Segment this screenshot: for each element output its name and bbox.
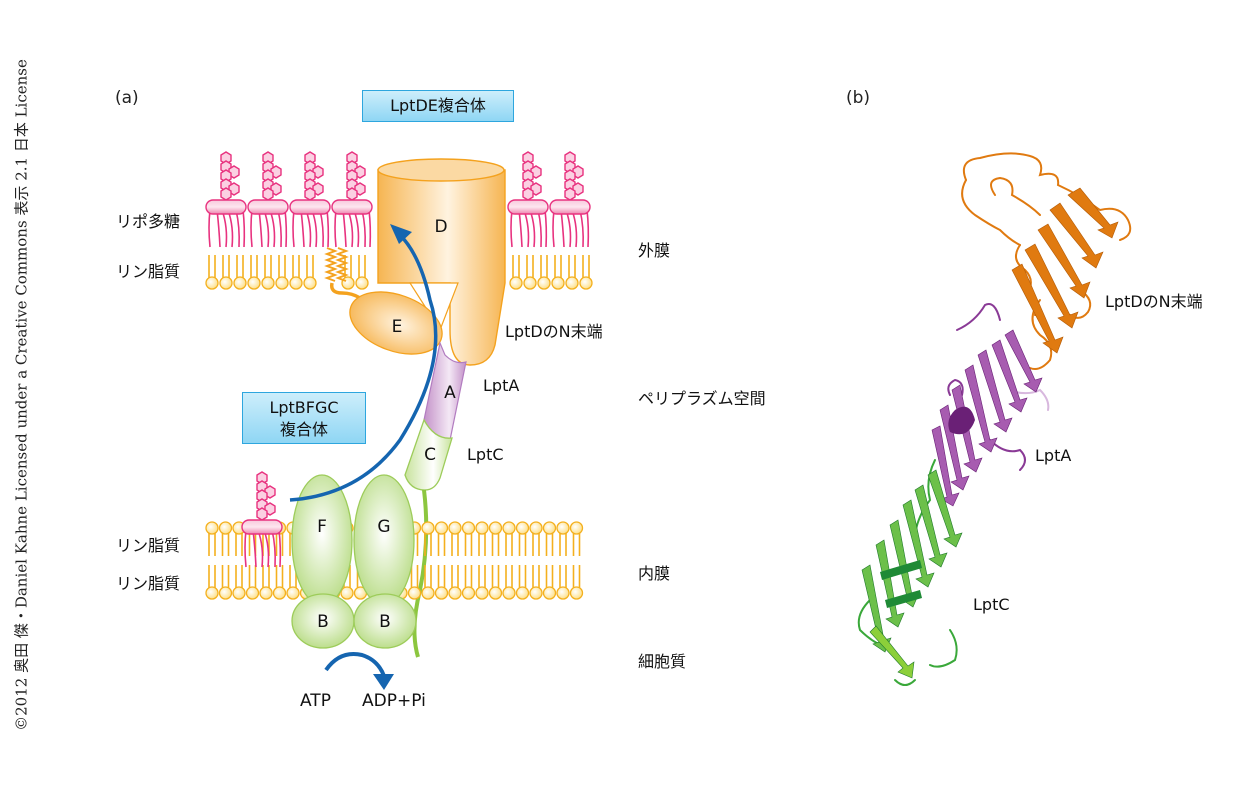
inner-lipid-lower (272, 564, 287, 600)
protein-letter-g: G (377, 517, 390, 537)
protein-letter-a: A (444, 383, 456, 403)
protein-letter-d: D (434, 217, 447, 237)
lptbfgc-complex-label-line1: LptBFGC (269, 398, 339, 417)
protein-structure-ribbon (857, 152, 1132, 686)
adp-label: ADP+Pi (362, 691, 426, 711)
lpta-beta-strands (931, 329, 1043, 507)
lptbfgc-complex-box: LptBFGC 複合体 (242, 392, 366, 444)
transport-arrow-head (390, 224, 412, 244)
inner-lipid-upper (434, 521, 449, 557)
inner-lipid-lower (448, 564, 462, 600)
lptbfgc-complex-label-line2: 複合体 (279, 420, 328, 439)
inner-lipid-upper (205, 521, 219, 557)
inner-lipid-lower (232, 564, 246, 600)
protein-letter-e: E (392, 317, 403, 337)
inner-lipid-lower (245, 564, 260, 600)
inner-lipid-lower (542, 564, 557, 600)
inner-lipid-upper (448, 521, 462, 557)
protein-letter-c: C (424, 445, 436, 465)
inner-lipid-lower (569, 564, 584, 600)
label-lptd-n-terminus: LptDのN末端 (505, 322, 603, 341)
inner-lipid-lower (434, 564, 449, 600)
label-periplasm: ペリプラズム空間 (638, 389, 766, 408)
inner-lipid-lower (259, 564, 273, 600)
inner-lipid-lower (475, 564, 489, 600)
inner-lipid-upper (556, 521, 570, 557)
label-phospholipid-inner-top: リン脂質 (116, 536, 181, 555)
lptd-n-terminus-ribbon (961, 152, 1132, 370)
inner-lipid-upper (529, 521, 543, 557)
inner-lipid-upper (502, 521, 516, 557)
lptd-protein (377, 158, 506, 366)
inner-lipid-lower (205, 564, 219, 600)
atp-arrow-head (373, 674, 394, 690)
lptb-protein-2 (353, 593, 417, 649)
label-lpta: LptA (483, 376, 520, 395)
lptc-dark-strands (880, 560, 922, 608)
lptc-beta-strands (861, 469, 963, 679)
protein-letter-f: F (317, 517, 327, 537)
inner-lipid-upper (488, 521, 503, 557)
lpte-protein (349, 291, 443, 355)
atp-label: ATP (300, 691, 331, 711)
inner-lipid-upper (515, 521, 530, 557)
lptc-protein (404, 418, 453, 658)
inner-lipid-upper (218, 521, 233, 557)
lptde-complex-box: LptDE複合体 (362, 90, 514, 122)
label-cytoplasm: 細胞質 (638, 652, 687, 671)
label-lptc: LptC (467, 445, 504, 464)
inner-lipid-upper (569, 521, 584, 557)
inner-lipid-lower (515, 564, 530, 600)
inner-lipid-lower (529, 564, 543, 600)
protein-letter-b1: B (317, 612, 329, 632)
inner-lipid-lower (218, 564, 233, 600)
inner-lipid-lower (488, 564, 503, 600)
inner-lipid-upper (475, 521, 489, 557)
inner-lipid-lower (502, 564, 516, 600)
lptd-beta-strands (1011, 187, 1119, 354)
panel-b-label: (b) (846, 88, 871, 108)
inner-lipid-upper (542, 521, 557, 557)
label-lps: リポ多糖 (116, 212, 181, 231)
lptg-protein (353, 474, 415, 606)
structure-label-lptd-n-terminus: LptDのN末端 (1105, 292, 1203, 311)
panel-a-label: (a) (115, 88, 139, 108)
lpte-lipid-anchor (324, 247, 361, 300)
lpta-ribbon (947, 303, 1050, 471)
label-phospholipid-outer: リン脂質 (116, 262, 181, 281)
protein-letter-b2: B (379, 612, 391, 632)
lps-transport-arrow (289, 233, 438, 502)
label-phospholipid-inner-bottom: リン脂質 (116, 574, 181, 593)
structure-label-lptc: LptC (973, 595, 1010, 614)
inner-lipid-lower (461, 564, 476, 600)
lptde-complex-label: LptDE複合体 (390, 96, 486, 115)
label-inner-membrane: 内膜 (638, 564, 671, 583)
label-outer-membrane: 外膜 (638, 241, 671, 260)
structure-label-lpta: LptA (1035, 446, 1072, 465)
lpta-helix (948, 406, 975, 435)
inner-lipid-lower (556, 564, 570, 600)
atp-hydrolysis-arrow (324, 652, 386, 677)
inner-lipid-upper (461, 521, 476, 557)
